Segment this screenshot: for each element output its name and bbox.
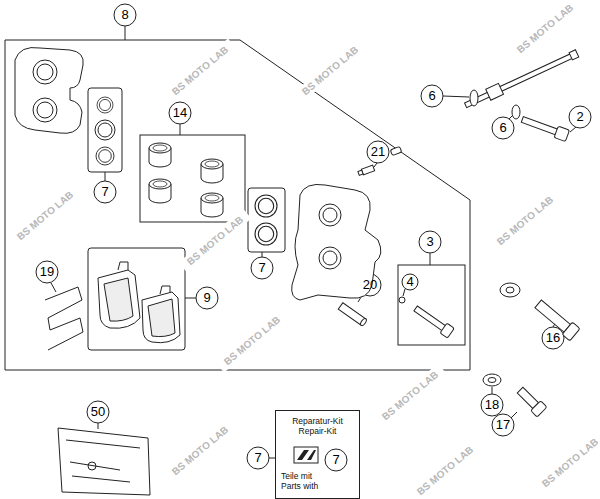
watermark: BS MOTO LAB xyxy=(489,188,562,252)
repair-kit-box: Reparatur-Kit Repair-KitTeile mit Parts … xyxy=(275,410,360,499)
callout-number: 16 xyxy=(541,330,565,346)
callout-number: 20 xyxy=(358,277,382,293)
callout-number: 18 xyxy=(480,397,504,413)
callout-number: 7 xyxy=(250,260,274,276)
kit-text: Reparatur-Kit Repair-Kit xyxy=(286,417,350,437)
callout-number: 9 xyxy=(195,290,219,306)
callout-number: 6 xyxy=(491,120,515,136)
watermark: BS MOTO LAB xyxy=(216,308,289,372)
watermark: BS MOTO LAB xyxy=(409,438,482,499)
watermark: BS MOTO LAB xyxy=(9,183,82,247)
watermark: BS MOTO LAB xyxy=(179,208,252,272)
callout-number: 14 xyxy=(168,105,192,121)
callout-number: 8 xyxy=(113,7,137,23)
kit-text: Teile mit Parts with xyxy=(281,472,329,492)
callout-number: 19 xyxy=(35,264,59,280)
callout-number: 3 xyxy=(418,234,442,250)
watermark: BS MOTO LAB xyxy=(374,363,447,427)
callout-number: 6 xyxy=(420,88,444,104)
callout-number: 50 xyxy=(86,404,110,420)
callout-number: 21 xyxy=(366,144,390,160)
callout-number: 7 xyxy=(246,450,270,466)
watermark: BS MOTO LAB xyxy=(164,38,237,102)
watermark: BS MOTO LAB xyxy=(509,0,582,60)
watermark: BS MOTO LAB xyxy=(164,418,237,482)
watermark: BS MOTO LAB xyxy=(534,430,600,494)
watermark: BS MOTO LAB xyxy=(294,38,367,102)
callout-number: 7 xyxy=(93,184,117,200)
callout-number: 17 xyxy=(491,417,515,433)
callout-number: 2 xyxy=(568,109,592,125)
callout-number: 4 xyxy=(398,274,422,290)
callout-number: 7 xyxy=(324,452,348,468)
